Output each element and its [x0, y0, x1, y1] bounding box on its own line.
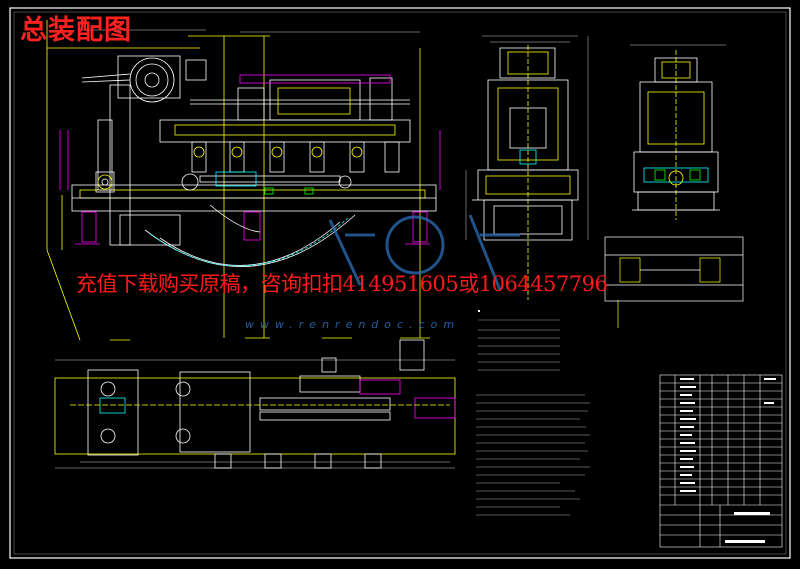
technical-notes: [476, 310, 590, 516]
plan-view: [54, 339, 456, 469]
side-view: [465, 35, 589, 300]
watermark-url: www.renrendoc.com: [245, 318, 461, 331]
section-view: [630, 44, 726, 220]
title-block-text: [680, 378, 776, 543]
inner-frame: [13, 11, 787, 555]
watermark-text: 充值下载购买原稿，咨询扣扣414951605或1064457796: [76, 272, 608, 296]
drawing-title: 总装配图: [20, 15, 132, 46]
detail-view: [604, 236, 744, 328]
outer-frame: [9, 7, 791, 559]
watermark-logo: [328, 214, 520, 291]
main-front-view: [46, 20, 441, 341]
title-block: [659, 374, 783, 548]
